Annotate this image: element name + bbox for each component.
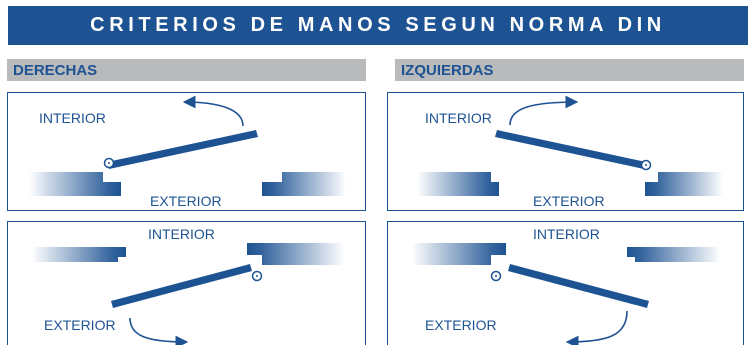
label-interior: INTERIOR — [425, 110, 492, 126]
diagram-izquierdas-interior: INTERIOR EXTERIOR — [387, 92, 744, 211]
section-header-izquierdas: IZQUIERDAS — [395, 59, 744, 81]
label-exterior: EXTERIOR — [44, 317, 116, 333]
label-exterior: EXTERIOR — [150, 193, 222, 209]
wall-left — [32, 247, 126, 262]
diagram-derechas-exterior: INTERIOR EXTERIOR — [7, 221, 366, 345]
wall-right — [627, 247, 720, 262]
diagram-derechas-interior: INTERIOR EXTERIOR — [7, 92, 366, 211]
label-interior: INTERIOR — [148, 226, 215, 242]
label-exterior: EXTERIOR — [533, 193, 605, 209]
diagram-izquierdas-exterior: INTERIOR EXTERIOR — [387, 221, 744, 345]
section-header-derechas: DERECHAS — [7, 59, 366, 81]
label-interior: INTERIOR — [39, 110, 106, 126]
label-exterior: EXTERIOR — [425, 317, 497, 333]
label-interior: INTERIOR — [533, 226, 600, 242]
wall-left — [417, 172, 499, 196]
page-title: CRITERIOS DE MANOS SEGUN NORMA DIN — [8, 6, 748, 45]
